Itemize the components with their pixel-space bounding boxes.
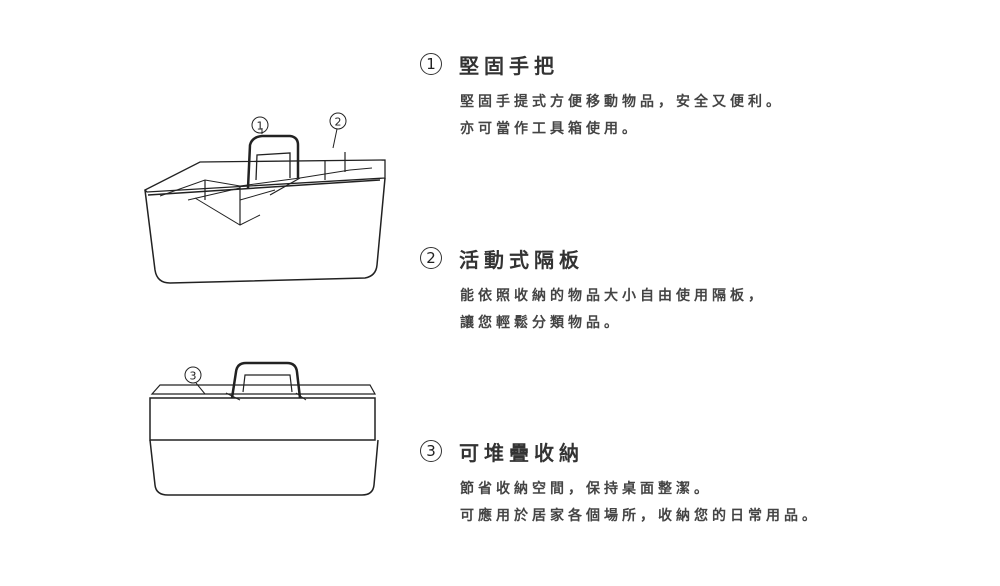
feature-stackable: 3 可堆疊收納 節省收納空間，保持桌面整潔。可應用於居家各個場所，收納您的日常用品…	[420, 436, 820, 530]
feature-number: 3	[420, 440, 442, 462]
feature-number: 1	[420, 53, 442, 75]
feature-line: 節省收納空間，保持桌面整潔。	[460, 481, 712, 497]
feature-title: 堅固手把	[459, 53, 559, 78]
feature-line: 讓您輕鬆分類物品。	[460, 315, 622, 331]
callout-1: 1	[257, 120, 264, 133]
feature-line: 亦可當作工具箱使用。	[460, 121, 640, 137]
feature-line: 能依照收納的物品大小自由使用隔板，	[460, 288, 766, 304]
feature-line: 堅固手提式方便移動物品，安全又便利。	[460, 94, 784, 110]
feature-line: 可應用於居家各個場所，收納您的日常用品。	[460, 508, 820, 524]
feature-number: 2	[420, 247, 442, 269]
stacked-trays-illustration: 3	[149, 361, 379, 496]
feature-title: 可堆疊收納	[459, 440, 584, 465]
feature-title: 活動式隔板	[459, 247, 584, 272]
callout-2: 2	[335, 116, 342, 129]
feature-movable-divider: 2 活動式隔板 能依照收納的物品大小自由使用隔板， 讓您輕鬆分類物品。	[420, 243, 766, 337]
callout-3: 3	[190, 370, 197, 383]
feature-sturdy-handle: 1 堅固手把 堅固手提式方便移動物品，安全又便利。亦可當作工具箱使用。	[420, 49, 784, 143]
open-tray-illustration: 1 2	[143, 112, 386, 284]
